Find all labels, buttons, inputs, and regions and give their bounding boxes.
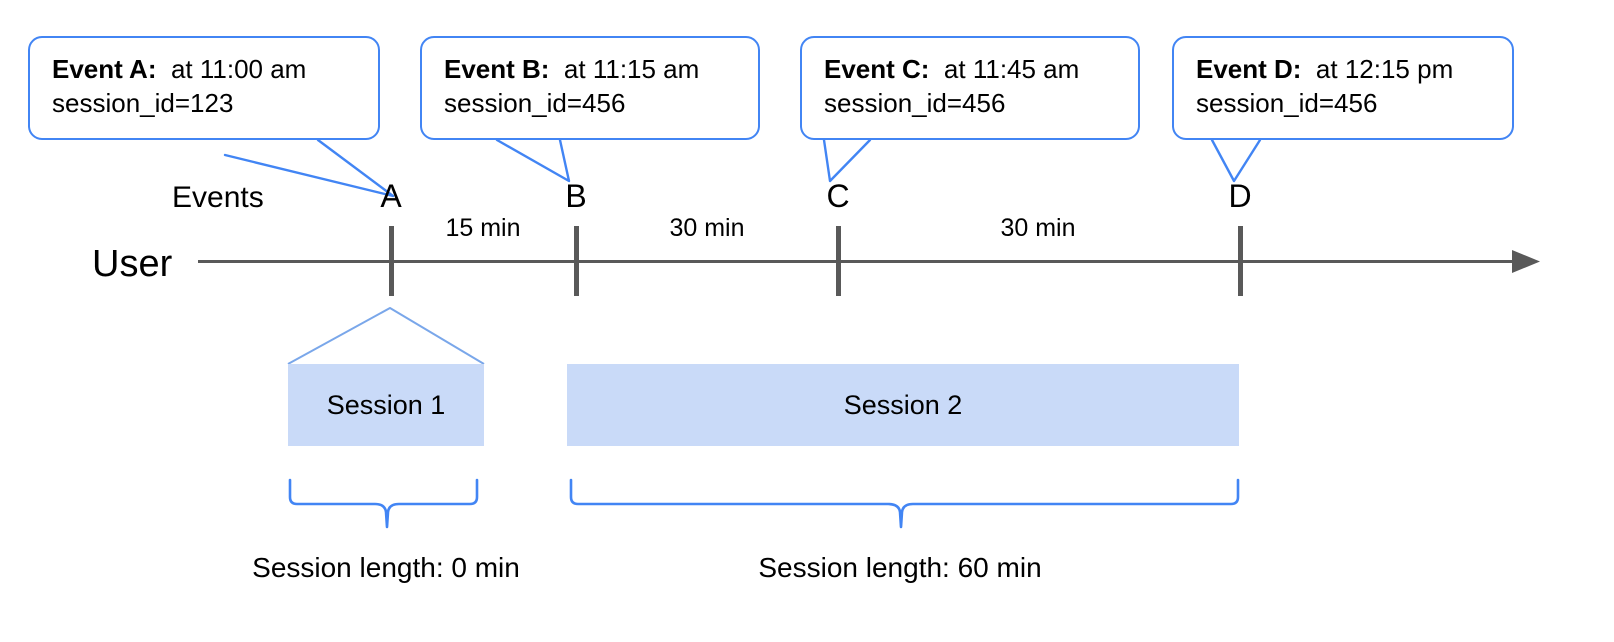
event-tick-d: [1238, 226, 1243, 296]
session-2-length-label: Session length: 60 min: [758, 552, 1042, 583]
callout-b-session-id: session_id=456: [444, 88, 626, 119]
callout-c-time: at 11:45 am: [943, 54, 1080, 84]
brace-session-1: [288, 478, 479, 529]
callout-event-b: Event B: at 11:15 am session_id=456: [420, 36, 760, 140]
callout-c-name: Event C:: [824, 54, 937, 84]
callout-tail-c: [822, 138, 872, 183]
callout-b-time: at 11:15 am: [563, 54, 700, 84]
event-letter-b: B: [565, 178, 587, 214]
session-1-length-label: Session length: 0 min: [252, 552, 520, 583]
events-row-label: Events: [172, 181, 264, 214]
callout-c-session-id: session_id=456: [824, 88, 1006, 119]
event-letter-d: D: [1228, 178, 1252, 214]
gap-label-b-c: 30 min: [669, 214, 745, 242]
session-bar-1: Session 1: [288, 364, 484, 446]
callout-a-time: at 11:00 am: [170, 54, 307, 84]
event-tick-a: [389, 226, 394, 296]
callout-a-name: Event A:: [52, 54, 164, 84]
session1-funnel: [287, 307, 485, 365]
event-tick-c: [836, 226, 841, 296]
callout-a-session-id: session_id=123: [52, 88, 234, 119]
callout-d-name: Event D:: [1196, 54, 1309, 84]
event-tick-b: [574, 226, 579, 296]
brace-session-2: [569, 478, 1240, 529]
callout-event-d: Event D: at 12:15 pm session_id=456: [1172, 36, 1514, 140]
session-bar-2: Session 2: [567, 364, 1239, 446]
timeline-axis: [198, 260, 1514, 263]
callout-d-session-id: session_id=456: [1196, 88, 1378, 119]
user-row-label: User: [92, 243, 173, 285]
session-2-label: Session 2: [843, 389, 963, 420]
callout-event-a: Event A: at 11:00 am session_id=123: [28, 36, 380, 140]
callout-d-time: at 12:15 pm: [1315, 54, 1454, 84]
event-letter-c: C: [826, 178, 850, 214]
session-1-label: Session 1: [326, 389, 446, 420]
callout-tail-a: [223, 138, 395, 198]
callout-tail-b: [495, 138, 571, 183]
gap-label-c-d: 30 min: [1000, 214, 1076, 242]
callout-b-name: Event B:: [444, 54, 557, 84]
axis-arrowhead: [1512, 250, 1540, 273]
callout-tail-d: [1210, 138, 1262, 183]
callout-event-c: Event C: at 11:45 am session_id=456: [800, 36, 1140, 140]
event-letter-a: A: [380, 178, 402, 214]
gap-label-a-b: 15 min: [445, 214, 521, 242]
